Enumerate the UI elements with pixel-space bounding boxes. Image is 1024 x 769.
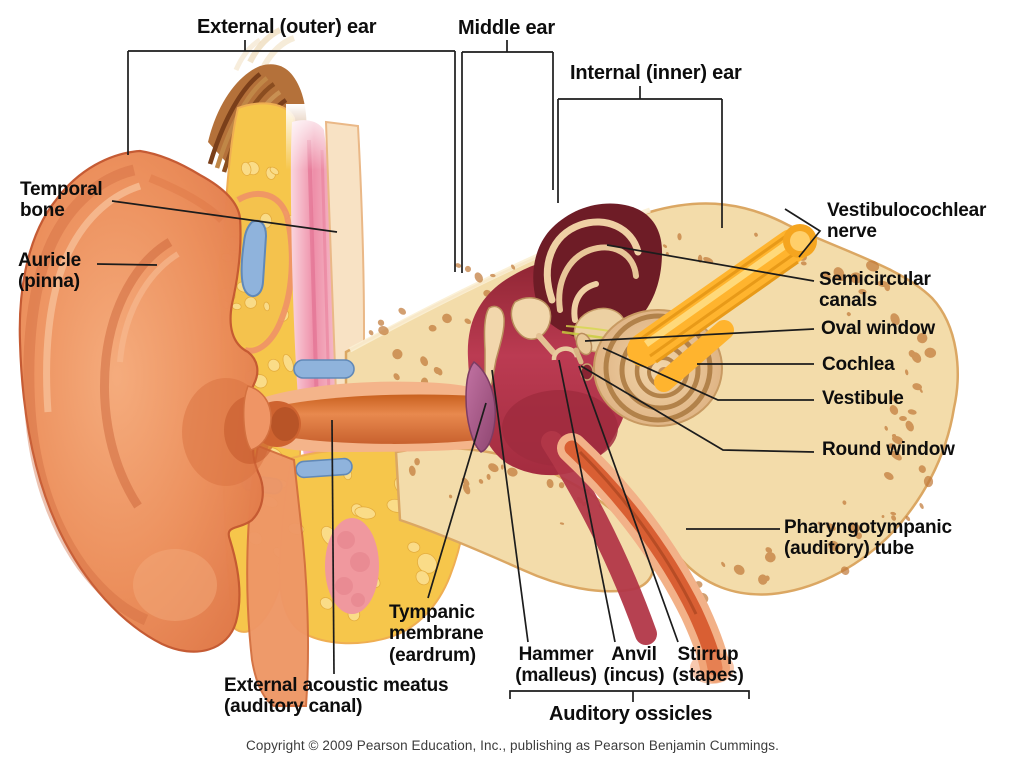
label-middle-ear: Middle ear	[458, 17, 555, 39]
tragus-illustration	[242, 385, 272, 451]
label-vestibule: Vestibule	[822, 388, 904, 409]
auditory-ossicles-illustration	[483, 296, 584, 388]
label-hammer: Hammer (malleus)	[515, 644, 597, 687]
leader-stirrup	[578, 365, 679, 643]
leader-auricle	[96, 263, 158, 266]
leader-external-acoustic-meatus	[331, 419, 335, 675]
label-auditory-ossicles: Auditory ossicles	[549, 703, 713, 725]
label-auricle: Auricle (pinna)	[18, 250, 82, 293]
copyright-line: Copyright © 2009 Pearson Education, Inc.…	[246, 738, 779, 753]
bracket-auditory-ossicles	[509, 690, 750, 702]
leader-hammer	[491, 369, 529, 643]
leader-semicircular-canals	[606, 244, 815, 282]
semicircular-canals-illustration	[533, 203, 662, 341]
vestibulocochlear-nerve-illustration	[627, 224, 817, 392]
label-anvil: Anvil (incus)	[603, 644, 665, 687]
bracket-middle-ear	[461, 40, 554, 273]
jaw-skin-illustration	[246, 444, 309, 707]
bracket-vestibulocochlear-nerve	[784, 208, 822, 258]
label-oval-window: Oval window	[821, 318, 935, 339]
leader-vestibule	[602, 347, 814, 401]
leader-lines	[96, 40, 822, 702]
leader-tympanic-membrane	[427, 402, 487, 599]
label-pharyngotympanic-tube: Pharyngotympanic (auditory) tube	[784, 517, 952, 560]
leader-oval-window	[584, 328, 815, 342]
label-stirrup: Stirrup (stapes)	[672, 644, 744, 687]
label-temporal-bone: Temporal bone	[20, 179, 103, 222]
leader-temporal-bone	[111, 200, 338, 233]
label-internal-ear: Internal (inner) ear	[570, 62, 742, 84]
oval-window-illustration	[575, 332, 593, 356]
label-cochlea: Cochlea	[822, 354, 895, 375]
tympanic-membrane-illustration	[465, 360, 497, 453]
leader-anvil	[558, 359, 616, 643]
leader-round-window	[580, 365, 815, 453]
ear-canal-illustration	[262, 359, 480, 452]
label-tympanic-membrane: Tympanic membrane (eardrum)	[389, 602, 484, 666]
label-round-window: Round window	[822, 439, 955, 460]
bracket-external-ear	[127, 40, 456, 272]
label-vestibulocochlear-nerve: Vestibulocochlear nerve	[827, 200, 987, 243]
auricle-illustration	[18, 149, 301, 653]
pharyngotympanic-tube-illustration	[541, 431, 734, 684]
bracket-internal-ear	[557, 86, 723, 228]
label-external-ear: External (outer) ear	[197, 16, 377, 38]
label-semicircular-canals: Semicircular canals	[819, 269, 931, 312]
label-external-acoustic-meatus: External acoustic meatus (auditory canal…	[224, 675, 449, 718]
